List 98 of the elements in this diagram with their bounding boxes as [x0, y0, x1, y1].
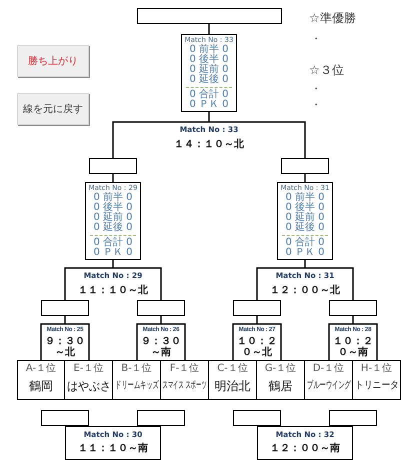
score-row: 0 後半 0	[189, 55, 229, 65]
name-box	[41, 410, 89, 426]
team-cell	[17, 360, 65, 400]
team-seed: E-１位	[74, 363, 104, 375]
name-box	[137, 410, 185, 426]
score-row: 0 ＰＫ 0	[93, 248, 133, 258]
score-row: 0 合計 0	[93, 238, 133, 248]
bracket-line	[304, 259, 306, 268]
note: ☆準優勝	[309, 10, 356, 27]
name-box	[281, 158, 329, 174]
score-row: 0 延後 0	[93, 223, 133, 233]
bracket-line	[257, 323, 282, 360]
name-box	[233, 300, 281, 316]
score-card	[181, 34, 237, 112]
team-seed: A-１位	[26, 363, 56, 375]
team-seed: G-１位	[264, 363, 296, 375]
name-box	[41, 300, 89, 316]
bracket-line	[112, 173, 114, 182]
name-box	[137, 300, 185, 316]
team-cell	[113, 360, 161, 400]
team-seed: D-１位	[312, 363, 344, 375]
team-name: 明治北	[214, 379, 250, 393]
note: ・	[311, 83, 321, 96]
score-row: 0 延後 0	[285, 223, 325, 233]
bracket-line	[208, 23, 210, 34]
kickoff-time: １１：１０～南	[78, 443, 148, 454]
team-seed: H-１位	[360, 363, 392, 375]
note: ・	[311, 99, 321, 112]
team-seed: F-１位	[170, 363, 200, 375]
bracket-line	[208, 111, 210, 122]
team-seed: B-１位	[121, 363, 152, 375]
name-box	[89, 158, 137, 174]
note: ☆３位	[309, 62, 344, 79]
bracket-line	[352, 315, 354, 324]
team-cell	[65, 360, 113, 400]
score-row: 0 ＰＫ 0	[189, 100, 229, 110]
score-row: 0 前半 0	[93, 193, 133, 203]
match-box	[65, 426, 161, 460]
bracket-line	[112, 121, 209, 158]
bracket-line	[353, 323, 378, 360]
team-name: トリニータ	[354, 379, 398, 393]
team-name: ブルーウイング	[306, 379, 350, 393]
team-cell	[353, 360, 401, 400]
bracket-line	[256, 267, 305, 300]
team-cell	[209, 360, 257, 400]
bracket-line	[209, 121, 306, 158]
bracket-line	[65, 323, 90, 360]
team-name: スマイス スポーツ	[162, 379, 207, 393]
team-name: 鶴居	[268, 379, 292, 393]
score-row: 0 後半 0	[285, 203, 325, 213]
score-row: 0 延前 0	[189, 65, 229, 75]
score-row: 0 延前 0	[93, 213, 133, 223]
score-row: 0 ＰＫ 0	[285, 248, 325, 258]
team-cell	[305, 360, 353, 400]
note: ・	[311, 33, 321, 46]
team-cell	[257, 360, 305, 400]
kickoff-time: １０：２０～南	[332, 336, 374, 358]
team-name: 鶴岡	[29, 379, 53, 393]
kickoff-time: ９：３０～北	[44, 336, 86, 358]
team-name: はやぶさ	[66, 379, 110, 393]
name-box	[137, 8, 282, 24]
score-row: 0 延前 0	[285, 213, 325, 223]
kickoff-time: １０：２０～北	[236, 336, 278, 358]
score-row: 0 前半 0	[285, 193, 325, 203]
kickoff-time: １４：１０～北	[174, 139, 244, 150]
bracket-line	[328, 323, 353, 360]
kickoff-time: ９：３０～南	[140, 336, 182, 358]
score-row: 0 後半 0	[93, 203, 133, 213]
bracket-line	[64, 315, 66, 324]
bracket-line	[64, 267, 113, 300]
team-name: ドリームキッズ	[114, 379, 158, 393]
bracket-line	[161, 323, 186, 360]
bracket-line	[136, 323, 161, 360]
score-row: 0 延後 0	[189, 75, 229, 85]
bracket-line	[256, 315, 258, 324]
kickoff-time: １１：１０～北	[78, 285, 148, 296]
score-card	[85, 182, 141, 260]
match-box	[257, 426, 353, 460]
team-cell	[161, 360, 209, 400]
score-card	[277, 182, 333, 260]
name-box	[329, 300, 377, 316]
bracket-line	[112, 259, 114, 268]
score-row: 0 合計 0	[285, 238, 325, 248]
kickoff-time: １２：００～南	[270, 443, 340, 454]
bracket-line	[305, 267, 354, 300]
bracket-line	[40, 323, 65, 360]
name-box	[233, 410, 281, 426]
score-row: 0 前半 0	[189, 45, 229, 55]
bracket-line	[113, 267, 162, 300]
kickoff-time: １２：００～北	[270, 285, 340, 296]
team-seed: C-１位	[217, 363, 248, 375]
bracket-line	[160, 315, 162, 324]
bracket-line	[304, 173, 306, 182]
name-box	[329, 410, 377, 426]
score-row: 0 合計 0	[189, 90, 229, 100]
action-button: 線を元に戻す	[17, 93, 89, 125]
action-button: 勝ち上がり	[17, 45, 89, 77]
bracket-line	[232, 323, 257, 360]
